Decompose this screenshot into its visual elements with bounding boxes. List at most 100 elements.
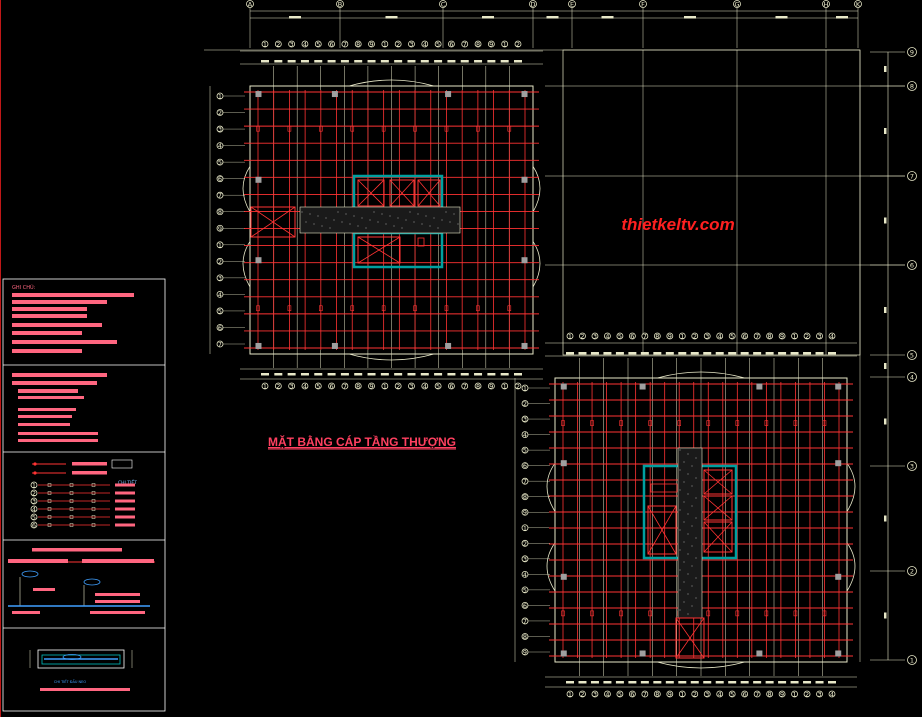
dimension-text — [678, 352, 687, 355]
grid-bubble-label: 3 — [218, 274, 222, 282]
dimension-text — [340, 60, 349, 63]
corridor-hatch — [679, 549, 681, 551]
dimension-text — [828, 352, 836, 355]
corridor-hatch — [389, 215, 391, 217]
grid-bubble-label: 8 — [523, 633, 527, 641]
cable-anchor — [476, 305, 480, 312]
corridor-hatch — [357, 225, 359, 227]
corridor-hatch — [679, 589, 681, 591]
dimension-text — [884, 66, 887, 72]
dimension-text — [884, 515, 887, 522]
grid-bubble-label: 7 — [755, 691, 759, 699]
legend-anchor — [69, 491, 74, 495]
cable-anchor — [764, 610, 769, 617]
grid-bubble-label: 2 — [580, 691, 584, 699]
legend-text-bar — [115, 507, 135, 511]
dimension-text — [500, 60, 509, 63]
cable-tag-bubble — [653, 690, 661, 698]
dimension-text — [394, 373, 403, 376]
cable-tag-bubble — [566, 332, 574, 340]
grid-bubble-label: 8 — [768, 333, 772, 341]
grid-bubble-label: 8 — [910, 83, 914, 91]
corridor-hatch — [683, 501, 685, 503]
corridor-hatch — [679, 609, 681, 611]
cable-anchor — [561, 610, 565, 617]
column-bubble — [246, 0, 254, 8]
corridor-hatch — [365, 227, 367, 229]
dimension-text — [261, 373, 269, 376]
legend-detail-ellipse — [83, 578, 101, 586]
legend-cable-type-bubble — [30, 513, 38, 521]
dimension-text — [778, 681, 787, 684]
corridor-hatch — [687, 473, 689, 475]
row-bubble — [907, 81, 917, 91]
dimension-text — [640, 352, 649, 355]
grid-bubble-label: 6 — [523, 462, 527, 470]
grid-bubble-label: 4 — [423, 41, 427, 49]
cable-tag-bubble — [341, 40, 349, 48]
legend-section-ellipse — [62, 654, 82, 660]
dimension-text — [740, 681, 749, 684]
grid-bubble-label: 5 — [218, 159, 222, 167]
cable-anchor — [735, 610, 740, 617]
corridor — [677, 447, 703, 619]
cable-tag-bubble — [261, 382, 269, 390]
corridor-hatch — [457, 223, 459, 225]
corridor-hatch — [405, 219, 407, 221]
grid-bubble-label: 2 — [218, 258, 222, 266]
grid-bubble-label: 1 — [263, 383, 267, 391]
cable-tag-bubble — [354, 40, 362, 48]
grid-bubble-label: 1 — [680, 691, 684, 699]
grid-bubble-label: 6 — [523, 602, 527, 610]
row-bubble — [907, 171, 917, 181]
corridor-hatch — [691, 585, 693, 587]
cable-tag-bubble — [816, 690, 823, 698]
cable-tag-bubble — [474, 40, 482, 48]
grid-bubble-label: 1 — [218, 241, 222, 249]
grid-bubble-label: 2 — [580, 333, 584, 341]
dimension-text — [566, 681, 574, 684]
cable-anchor — [706, 610, 711, 617]
grid-bubble-label: 5 — [523, 447, 527, 455]
structural-column — [835, 650, 842, 657]
cable-tag-bubble — [703, 690, 711, 698]
dimension-text — [603, 681, 612, 684]
dimension-text — [684, 16, 696, 19]
legend-text-bar — [12, 307, 87, 311]
corridor-hatch — [373, 211, 375, 213]
grid-bubble-label: E — [570, 1, 574, 9]
structural-column — [560, 383, 567, 390]
legend-anchor — [91, 515, 96, 519]
corridor-hatch — [687, 533, 689, 535]
grid-bubble-label: 6 — [330, 41, 334, 49]
legend-anchor — [47, 523, 52, 527]
grid-bubble-label: 1 — [218, 93, 222, 101]
cable-anchor — [507, 305, 512, 312]
cable-tag-bubble — [716, 690, 724, 698]
grid-bubble-label: 3 — [817, 691, 821, 699]
grid-bubble-label: 3 — [593, 691, 597, 699]
legend-text-bar — [18, 415, 72, 418]
dimension-text — [836, 16, 848, 19]
elevator-shaft — [417, 179, 441, 207]
corridor-hatch — [679, 469, 681, 471]
cable-tag-bubble — [566, 690, 574, 698]
structural-column — [255, 176, 262, 183]
cable-tag-bubble — [261, 40, 269, 48]
row-bubble — [907, 47, 917, 57]
legend-section-core — [41, 654, 121, 665]
corridor-hatch — [397, 217, 399, 219]
grid-bubble-label: 5 — [523, 586, 527, 594]
structural-column — [445, 342, 452, 349]
cable-tag-bubble — [341, 382, 349, 390]
grid-bubble-label: 2 — [693, 333, 697, 341]
grid-bubble-label: 7 — [343, 383, 347, 391]
dimension-text — [665, 681, 674, 684]
grid-bubble-label: G — [734, 1, 739, 9]
cable-tag-bubble — [434, 40, 442, 48]
dimension-text — [380, 60, 389, 63]
dimension-text — [884, 418, 887, 425]
balcony-curve — [846, 542, 856, 592]
dimension-text — [578, 681, 587, 684]
dimension-text — [460, 373, 469, 376]
